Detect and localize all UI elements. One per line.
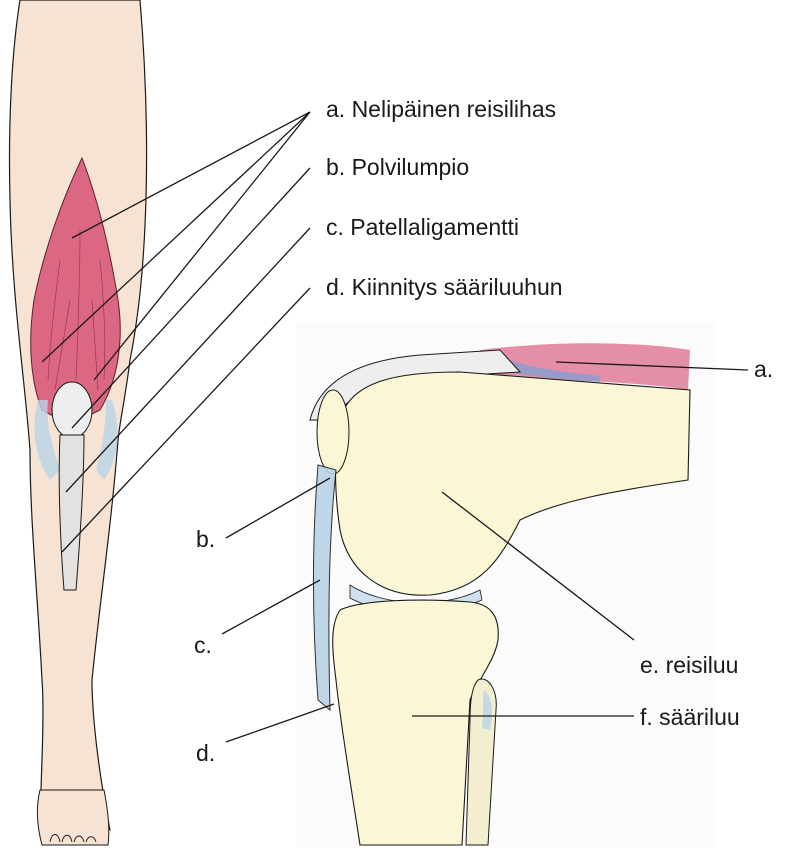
side-label-e: e. reisiluu	[640, 654, 738, 677]
side-label-f: f. sääriluu	[640, 706, 740, 729]
side-label-d: d.	[196, 742, 215, 765]
foot-shape	[37, 790, 108, 845]
legend-label-c: c. Patellaligamentti	[326, 216, 519, 239]
patella-front	[52, 382, 92, 438]
side-knee-illustration	[296, 322, 716, 847]
patella-side	[317, 390, 349, 474]
side-label-c: c.	[194, 634, 212, 657]
legend-label-d: d. Kiinnitys sääriluuhun	[326, 276, 563, 299]
front-leg-illustration	[9, 0, 146, 845]
side-label-b: b.	[196, 528, 215, 551]
legend-label-a: a. Nelipäinen reisilihas	[326, 98, 556, 121]
legend-label-b: b. Polvilumpio	[326, 156, 469, 179]
side-label-a: a.	[754, 358, 773, 381]
